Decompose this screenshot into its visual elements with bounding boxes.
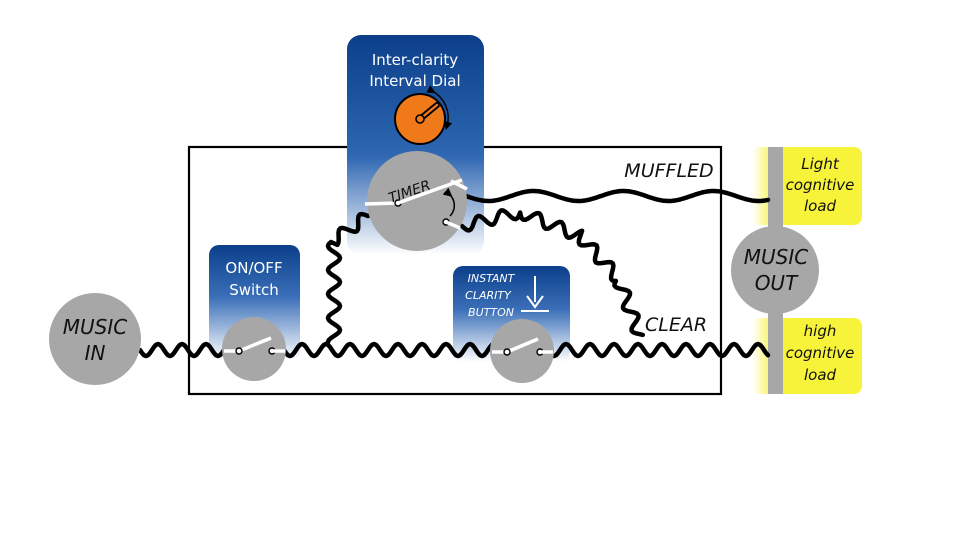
muffled-label: MUFFLED [624, 160, 713, 182]
music-out-label-2: OUT [755, 271, 799, 295]
high-load-label-1: high [804, 322, 837, 340]
light-load-label-2: cognitive [786, 176, 855, 194]
switch-title-2: Switch [229, 281, 279, 299]
instant-button-title-2: CLARITY [465, 289, 512, 302]
music-in-label-1: MUSIC [63, 315, 127, 339]
timer-left-wire [325, 211, 371, 345]
music-in-node [49, 293, 141, 385]
dial-title-2: Interval Dial [369, 72, 460, 90]
press-arrow-icon [521, 276, 549, 312]
timer-node [367, 151, 467, 251]
interval-dial-knob[interactable] [394, 85, 453, 145]
high-load-label-3: load [804, 366, 837, 384]
music-out-node [731, 226, 819, 314]
switch-title-1: ON/OFF [225, 259, 282, 277]
instant-clarity-button[interactable] [490, 319, 554, 383]
instant-button-title-3: BUTTON [468, 306, 514, 319]
music-in-label-2: IN [85, 341, 106, 365]
on-off-switch[interactable] [222, 317, 286, 381]
light-load-label-1: Light [801, 155, 840, 173]
clear-label: CLEAR [645, 314, 707, 336]
light-load-label-3: load [804, 197, 837, 215]
dial-title-1: Inter-clarity [372, 51, 458, 69]
instant-button-title-1: INSTANT [468, 272, 516, 285]
high-load-label-2: cognitive [786, 344, 855, 362]
timer-arch-wire [459, 208, 646, 338]
music-out-label-1: MUSIC [744, 245, 808, 269]
muffled-signal-wire [463, 188, 771, 204]
timer-switch-icon [364, 178, 468, 230]
